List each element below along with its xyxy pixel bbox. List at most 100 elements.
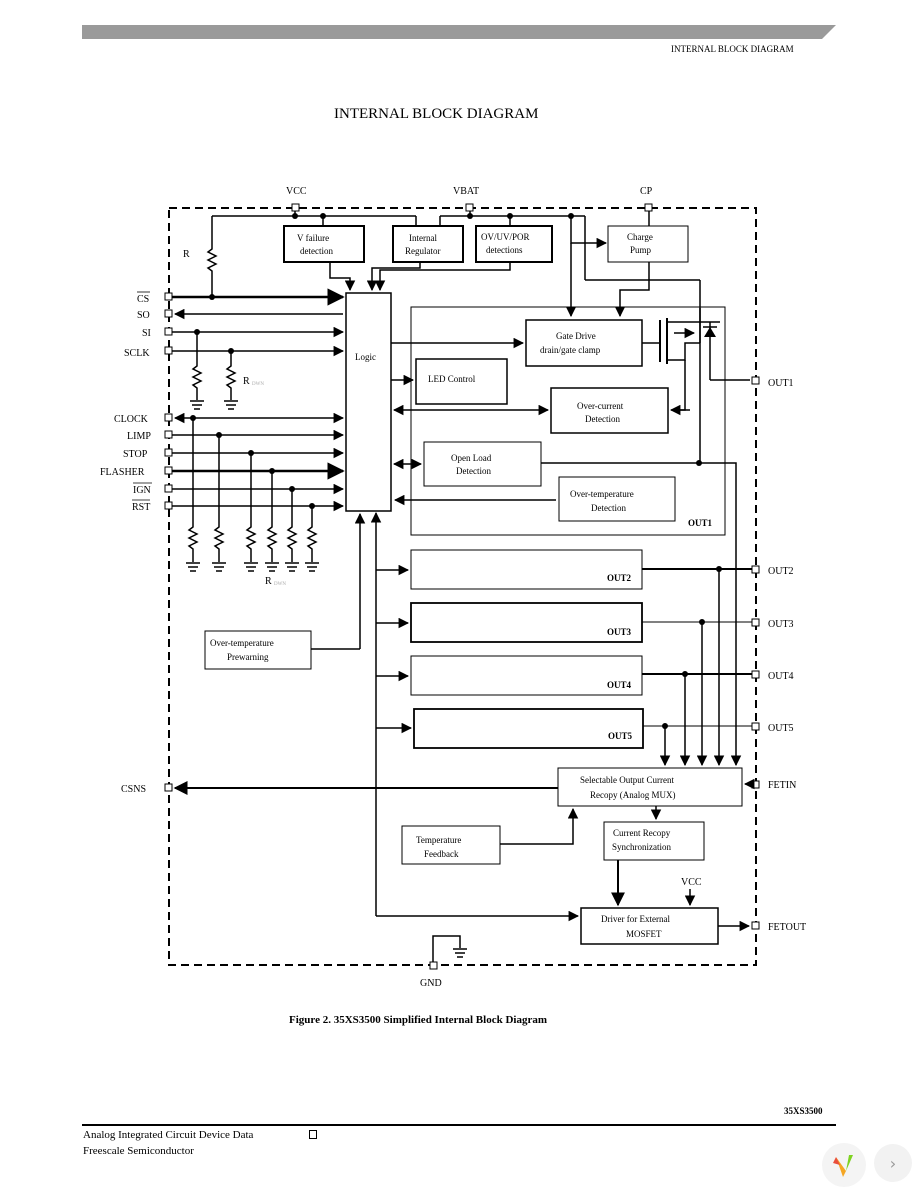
diagram-label: Over-current	[577, 401, 624, 411]
diagram-path	[266, 471, 278, 562]
diagram-g	[432, 935, 467, 962]
diagram-label: MOSFET	[626, 929, 662, 939]
diagram-path	[187, 418, 199, 562]
diagram-circle	[699, 619, 705, 625]
diagram-path	[191, 332, 203, 400]
diagram-label: SO	[137, 310, 150, 321]
cp-label: CP	[640, 186, 653, 197]
diagram-circle	[320, 213, 326, 219]
ovuv-block	[475, 225, 553, 263]
diagram-circle	[696, 460, 702, 466]
diagram-label: OUT2	[607, 573, 632, 583]
r-top-resistor	[206, 245, 218, 296]
vcc-label: VCC	[286, 186, 307, 197]
diagram-label: Selectable Output Current	[580, 775, 674, 785]
sclk-pin	[164, 346, 173, 355]
footer-line2: Freescale Semiconductor	[83, 1145, 194, 1157]
diagram-label: FETOUT	[768, 922, 806, 933]
sync-block	[603, 821, 705, 861]
diagram-label: Detection	[456, 466, 491, 476]
diagram-g	[186, 418, 319, 572]
next-page-button[interactable]: ›	[874, 1144, 912, 1182]
regulator-block	[392, 225, 464, 263]
driver-block	[580, 907, 719, 945]
diagram-circle	[507, 213, 513, 219]
r-top-label: R	[183, 249, 190, 260]
out3-block	[410, 602, 643, 643]
diagram-label: Over-temperature	[210, 638, 274, 648]
charge-pump-block	[607, 225, 689, 263]
out2-block	[410, 549, 643, 590]
diagram-g	[354, 511, 752, 922]
part-number: 35XS3500	[784, 1106, 823, 1116]
diagram-g	[186, 562, 319, 572]
diagram-path	[570, 216, 608, 249]
vbat-label: VBAT	[453, 186, 479, 197]
diagram-label: GND	[420, 978, 442, 989]
page-marker-icon	[309, 1130, 317, 1139]
diagram-circle	[716, 566, 722, 572]
diagram-circle	[209, 294, 215, 300]
diagram-label: OUT3	[768, 619, 794, 630]
running-title: INTERNAL BLOCK DIAGRAM	[671, 44, 794, 54]
flasher-pin	[164, 466, 173, 475]
stop-pin	[164, 448, 173, 457]
diagram-label: DWN	[252, 382, 264, 387]
page-title: INTERNAL BLOCK DIAGRAM	[334, 106, 539, 122]
diagram-label: Logic	[355, 352, 376, 362]
diagram-label: Open Load	[451, 453, 492, 463]
diagram-g	[611, 860, 751, 932]
diagram-label: Current Recopy	[613, 828, 671, 838]
diagram-label: R	[265, 576, 272, 587]
gate-drive-block	[525, 319, 643, 367]
open-load-block	[423, 441, 542, 487]
so-pin	[164, 309, 173, 318]
csns-pin	[164, 783, 173, 792]
diagram-circle	[662, 723, 668, 729]
diagram-label: OUT4	[607, 680, 632, 690]
diagram-label: SI	[142, 328, 151, 339]
gnd-pin	[429, 961, 438, 970]
diagram-g	[391, 337, 742, 767]
out1-section-label: OUT1	[688, 518, 713, 528]
diagram-label: Prewarning	[227, 652, 269, 662]
analog-mux-block	[557, 767, 743, 807]
diagram-label: OV/UV/POR	[481, 232, 530, 242]
out1-pin	[751, 376, 760, 385]
diagram-label: Charge	[627, 232, 653, 242]
header-bar	[82, 25, 836, 39]
vcc-pin	[291, 203, 300, 212]
over-current-block	[550, 387, 669, 434]
clock-pin	[164, 413, 173, 422]
diagram-label: Over-temperature	[570, 489, 634, 499]
diagram-label: Recopy (Analog MUX)	[590, 790, 675, 800]
diagram-label: DWN	[274, 582, 286, 587]
ign-pin	[164, 484, 173, 493]
diagram-path	[306, 506, 318, 562]
diagram-path	[245, 453, 257, 562]
diagram-label: OUT3	[607, 627, 632, 637]
diagram-circle	[292, 213, 298, 219]
diagram-label: STOP	[123, 449, 148, 460]
diagram-label: CS	[137, 294, 149, 305]
diagram-path	[541, 462, 742, 767]
diagram-label: OUT5	[768, 723, 794, 734]
diagram-label: R	[243, 376, 250, 387]
diagram-label: LED Control	[428, 374, 476, 384]
out1-section	[410, 306, 726, 536]
diagram-path	[225, 351, 237, 400]
vcc-failure-block	[283, 225, 365, 263]
diagram-path	[614, 262, 650, 318]
out4-pin	[751, 670, 760, 679]
diagram-path	[374, 262, 511, 292]
diagram-label: detection	[300, 246, 333, 256]
diagram-polygon	[704, 327, 716, 337]
diagram-g	[642, 308, 750, 411]
diagram-path	[366, 262, 421, 292]
diagram-label: OUT2	[768, 566, 794, 577]
figure-caption: Figure 2. 35XS3500 Simplified Internal B…	[289, 1014, 547, 1026]
diagram-path	[669, 360, 686, 416]
diagram-circle	[467, 213, 473, 219]
diagram-path	[667, 342, 700, 361]
out3-pin	[751, 618, 760, 627]
